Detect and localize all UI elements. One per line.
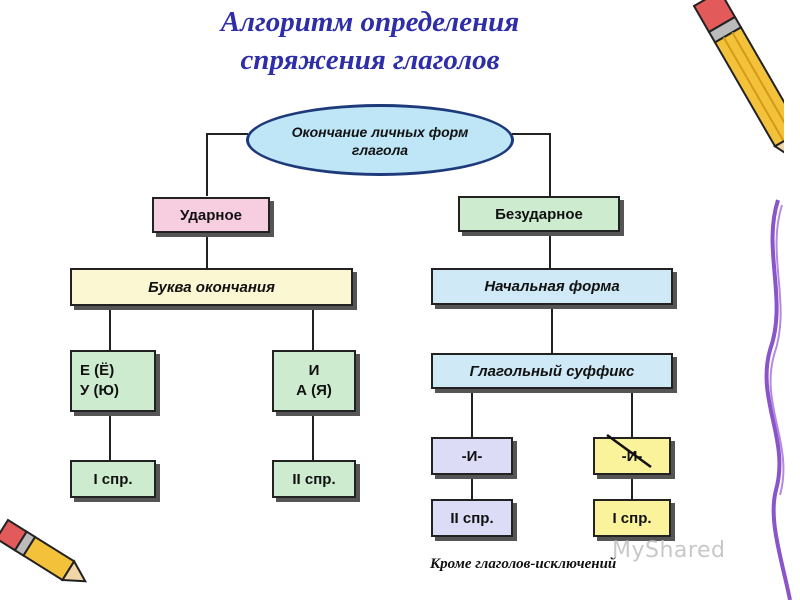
group1-result-box: I спр. — [70, 460, 156, 498]
root-line2: глагола — [351, 142, 409, 158]
root-line1: Окончание личных форм — [291, 124, 469, 140]
initial-form-box: Начальная форма — [431, 268, 673, 305]
watermark: MyShared — [612, 538, 726, 563]
suffix-not-i-label: -И- — [621, 447, 643, 465]
diagram-title-line2: спряжения глаголов — [240, 44, 500, 76]
group1-line1: Е (Ё) — [80, 362, 115, 379]
connector-root-left — [206, 133, 248, 196]
group1-line2: У (Ю) — [80, 382, 119, 399]
pencil-icon — [0, 518, 88, 583]
group2-line1: И — [308, 362, 320, 379]
unstressed-box: Безударное — [458, 196, 620, 232]
branch1-result-box: II спр. — [431, 499, 513, 537]
suffix-i-box: -И- — [431, 437, 513, 475]
pencil-icon — [692, 0, 784, 167]
ending-letter-box: Буква окончания — [70, 268, 353, 306]
stressed-box: Ударное — [152, 197, 270, 233]
group2-letters-box: И А (Я) — [272, 350, 356, 412]
ribbon-decoration — [764, 199, 792, 600]
verb-suffix-box: Глагольный суффикс — [431, 353, 673, 389]
strikethrough-mark — [606, 433, 652, 469]
branch2-result-box: I спр. — [593, 499, 671, 537]
diagram-title-line1: Алгоритм определения — [220, 6, 520, 38]
exceptions-note: Кроме глаголов-исключений — [430, 556, 617, 572]
group2-result-box: II спр. — [272, 460, 356, 498]
suffix-not-i-box: -И- — [593, 433, 671, 475]
root-ellipse: Окончание личных форм глагола — [246, 104, 514, 176]
connector-root-right — [512, 133, 551, 196]
group1-letters-box: Е (Ё) У (Ю) — [70, 350, 156, 412]
group2-line2: А (Я) — [296, 382, 332, 399]
